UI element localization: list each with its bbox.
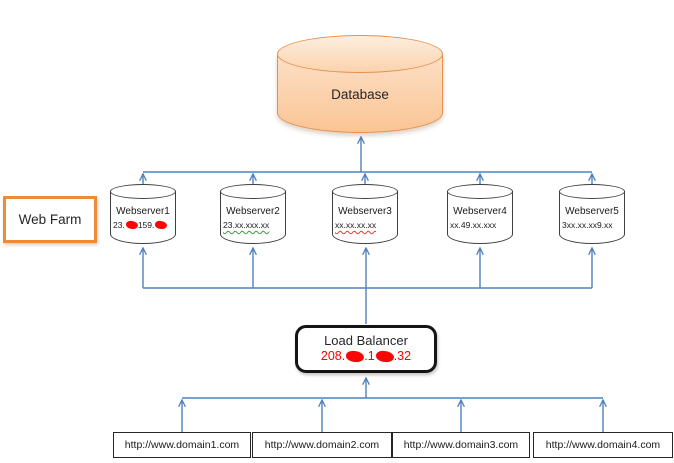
cylinder-body (110, 191, 176, 244)
database-cylinder: Database (277, 35, 443, 133)
web-farm-label: Web Farm (18, 212, 82, 227)
domain-box: http://www.domain1.com (113, 432, 251, 458)
redaction-scribble (125, 220, 139, 230)
webserver-name: Webserver3 (338, 206, 392, 217)
webserver-node: Webserver3 xx.xx.xx.xx (332, 184, 398, 244)
webserver-name: Webserver4 (453, 206, 507, 217)
webserver-ip: 3xx.xx.xx9.xx (562, 220, 613, 230)
webserver-ip: 23.159. (113, 220, 175, 230)
webserver-name: Webserver1 (116, 206, 170, 217)
webserver-node: Webserver4 xx.49.xx.xxx (447, 184, 513, 244)
webserver-node: Webserver5 3xx.xx.xx9.xx (559, 184, 625, 244)
webserver-ip: 23.xx.xxx.xx (223, 220, 270, 230)
cylinder-top (447, 184, 513, 199)
cylinder-top (220, 184, 286, 199)
domain-box: http://www.domain4.com (533, 432, 673, 458)
domain-label: http://www.domain2.com (264, 439, 380, 451)
web-farm-box: Web Farm (3, 196, 97, 243)
webserver-ip: xx.49.xx.xxx (450, 220, 497, 230)
domain-label: http://www.domain3.com (403, 439, 519, 451)
domain-box: http://www.domain2.com (252, 432, 392, 458)
load-balancer-box: Load Balancer 208..1.32 (295, 325, 437, 373)
webserver-name: Webserver5 (565, 206, 619, 217)
load-balancer-ip: 208..1.32 (320, 349, 412, 363)
redaction-scribble (375, 350, 395, 363)
database-cylinder-top (277, 35, 443, 73)
cylinder-body (447, 191, 513, 244)
cylinder-top (559, 184, 625, 199)
redaction-scribble (155, 220, 168, 230)
cylinder-body (559, 191, 625, 244)
cylinder-body (332, 191, 398, 244)
domain-box: http://www.domain3.com (392, 432, 530, 458)
webserver-node: Webserver2 23.xx.xxx.xx (220, 184, 286, 244)
webserver-name: Webserver2 (226, 206, 280, 217)
domain-label: http://www.domain4.com (545, 439, 661, 451)
load-balancer-label: Load Balancer (324, 333, 408, 348)
cylinder-body (220, 191, 286, 244)
cylinder-top (332, 184, 398, 199)
domain-label: http://www.domain1.com (124, 439, 240, 451)
database-label: Database (331, 87, 389, 102)
redaction-scribble (345, 350, 365, 363)
webserver-ip: xx.xx.xx.xx (335, 220, 377, 230)
cylinder-top (110, 184, 176, 199)
webserver-node: Webserver1 23.159. (110, 184, 176, 244)
